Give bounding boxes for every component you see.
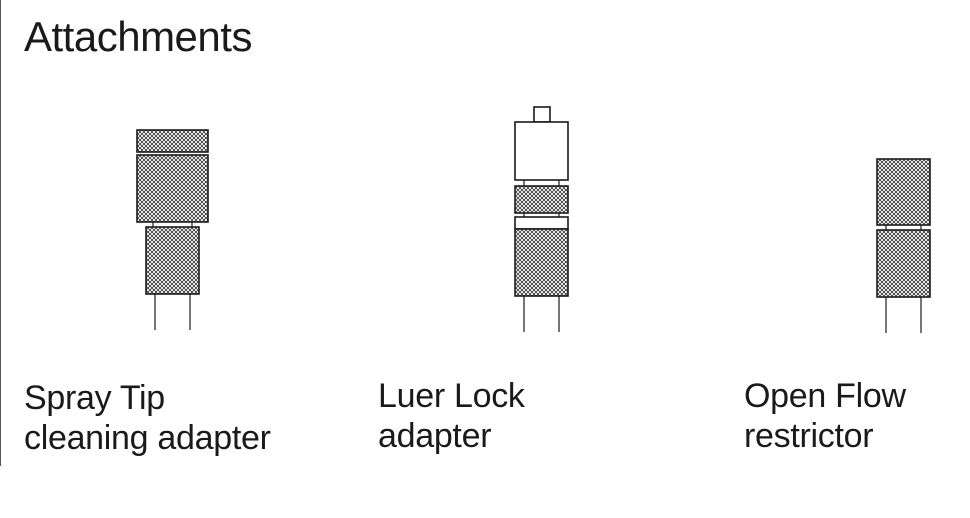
luer-lock-collar — [514, 185, 569, 214]
luer-lock-nub — [533, 106, 551, 123]
spray-tip-caption-line-2: cleaning adapter — [24, 419, 271, 457]
luer-lock-lower-fitting — [514, 228, 569, 297]
luer-lock-adapter-drawing — [514, 106, 569, 332]
spray-tip-adapter-drawing — [136, 129, 209, 330]
left-border-rule — [0, 0, 1, 466]
open-flow-caption-line-2: restrictor — [744, 417, 874, 455]
luer-lock-caption-line-1: Luer Lock — [378, 377, 525, 415]
open-flow-restrictor-drawing — [876, 158, 931, 333]
open-flow-lower-fitting — [876, 229, 931, 298]
spray-tip-top-cap — [136, 129, 209, 153]
open-flow-upper-fitting — [876, 158, 931, 226]
luer-lock-caption-line-2: adapter — [378, 417, 492, 455]
luer-lock-caption: Luer Lock adapter — [378, 376, 525, 456]
luer-lock-housing — [514, 121, 569, 181]
spray-tip-caption-line-1: Spray Tip — [24, 379, 165, 417]
page-title: Attachments — [24, 13, 252, 60]
open-flow-caption-line-1: Open Flow — [744, 377, 906, 415]
luer-lock-ring — [514, 216, 569, 230]
spray-tip-caption: Spray Tip cleaning adapter — [24, 378, 271, 458]
spray-tip-body — [136, 154, 209, 223]
open-flow-caption: Open Flow restrictor — [744, 376, 906, 456]
spray-tip-lower-fitting — [145, 226, 200, 295]
